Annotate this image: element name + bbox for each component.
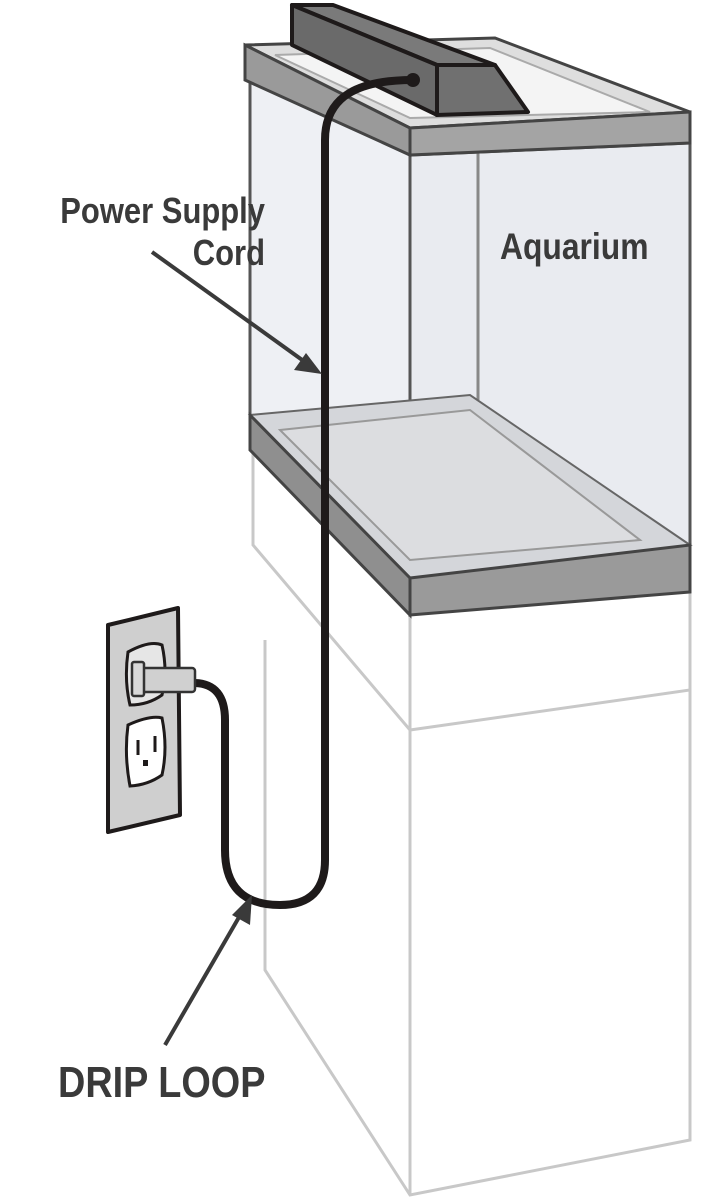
label-line: Power Supply [60, 190, 265, 231]
cord-connector [406, 73, 420, 87]
aquarium-light [290, 3, 530, 117]
drip-loop-label: DRIP LOOP [58, 1058, 266, 1107]
wall-outlet [106, 606, 197, 834]
cord-arrow [150, 250, 322, 374]
stand [251, 450, 692, 1197]
label-line: Cord [192, 232, 265, 273]
aquarium-label: Aquarium [500, 226, 649, 267]
power-supply-cord-label: Power Supply Cord [37, 190, 265, 274]
drip-loop-arrow [163, 895, 252, 1047]
power-supply-cord [191, 76, 417, 910]
aquarium-tank [243, 36, 693, 619]
plug [138, 666, 197, 694]
